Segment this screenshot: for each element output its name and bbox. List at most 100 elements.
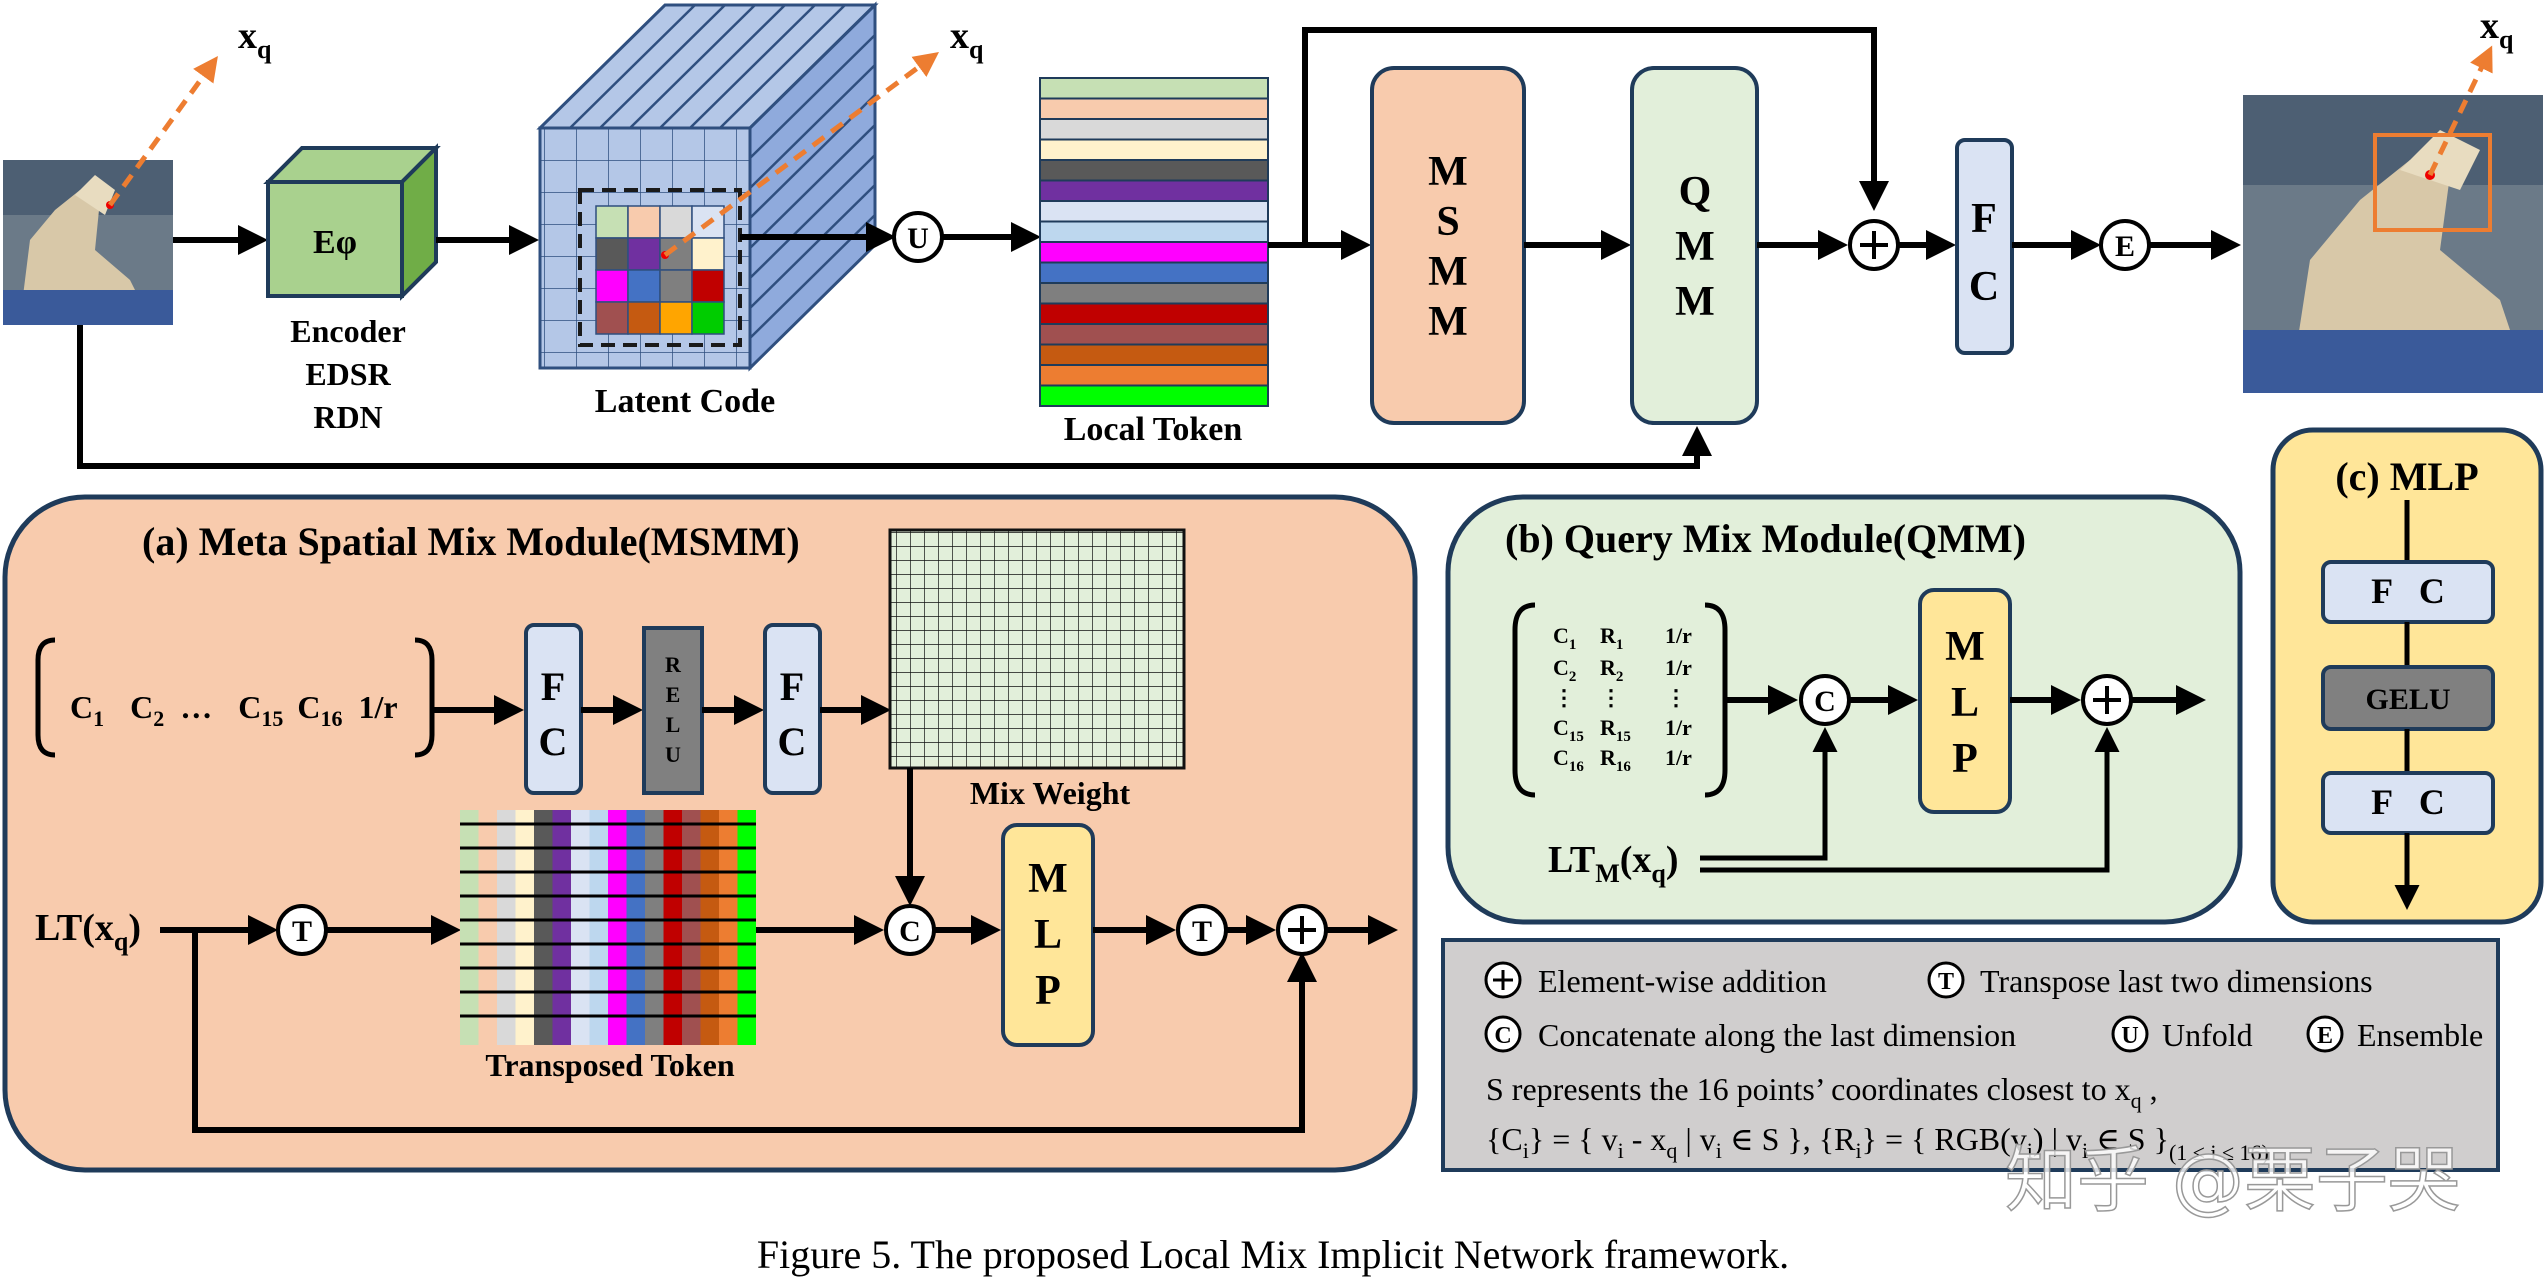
latent-cell xyxy=(627,205,661,239)
panel-a-residual-path xyxy=(192,930,1317,1133)
qmm-matrix-r: R1 xyxy=(1600,623,1623,653)
latent-cell xyxy=(691,237,725,271)
transposed-token-stripe xyxy=(663,810,682,1045)
xq-arrow-output xyxy=(2427,45,2493,177)
local-token-stripe xyxy=(1039,323,1269,346)
fc-top-letter-1: F xyxy=(1971,196,1997,242)
transposed-token-stripe xyxy=(608,810,627,1045)
local-token-stripe xyxy=(1039,261,1269,284)
panel-b-lt-to-add xyxy=(1700,727,2120,873)
input-image xyxy=(3,160,173,325)
transposed-token-stripe xyxy=(719,810,738,1045)
panel-c-gelu-label: GELU xyxy=(2365,683,2450,716)
local-token-stripe xyxy=(1039,159,1269,182)
latent-cell xyxy=(595,237,629,271)
legend-c-text: Concatenate along the last dimension xyxy=(1538,1017,2016,1053)
latent-cell xyxy=(595,205,629,239)
fc-a2-letter-2: C xyxy=(778,719,807,764)
transposed-token-stripe xyxy=(589,810,608,1045)
encoder-name: Encoder xyxy=(290,313,406,349)
latent-cell xyxy=(627,269,661,303)
qmm-matrix-r: R15 xyxy=(1600,715,1631,745)
panel-a-input-terms: C1 C2 … C15 C16 1/r xyxy=(70,689,398,733)
qmm-matrix-c: C16 xyxy=(1553,745,1584,775)
qmm-matrix-v: 1/r xyxy=(1665,745,1692,770)
transposed-token-stripe xyxy=(497,810,516,1045)
xq-arrow-input xyxy=(107,55,218,207)
mlp-b-letter-3: P xyxy=(1952,736,1978,782)
msmm-letter-1: M xyxy=(1428,149,1468,195)
panel-a-title: (a) Meta Spatial Mix Module(MSMM) xyxy=(142,519,800,564)
local-token-stripe xyxy=(1039,384,1269,407)
panel-b-title: (b) Query Mix Module(QMM) xyxy=(1505,516,2026,561)
panel-c-title: (c) MLP xyxy=(2335,454,2478,499)
panel-a-left-bracket xyxy=(35,637,56,758)
relu-letter-3: L xyxy=(666,712,681,737)
panel-c-fc1-label: F C xyxy=(2371,571,2445,611)
qmm-letter-3: M xyxy=(1675,279,1715,325)
transposed-token-stripe xyxy=(478,810,497,1045)
xq-label-latent: xq xyxy=(950,15,984,64)
encoder-edsr: EDSR xyxy=(305,356,391,392)
concat-op-a-label: C xyxy=(899,915,921,948)
ensemble-op-label: E xyxy=(2115,230,2135,263)
legend-e-letter: E xyxy=(2317,1023,2333,1049)
transposed-token-stripe xyxy=(626,810,645,1045)
transposed-token-stripe xyxy=(737,810,756,1045)
skip-bottom-connection xyxy=(77,325,1712,469)
local-token-label: Local Token xyxy=(1064,411,1243,448)
legend-u-icon xyxy=(2111,1015,2149,1053)
legend-c-icon xyxy=(1484,1015,1522,1053)
qmm-matrix-r: R2 xyxy=(1600,655,1623,685)
mix-weight-label: Mix Weight xyxy=(970,775,1131,811)
local-token-stripe xyxy=(1039,364,1269,387)
panel-b-lt-label: LTM(xq) xyxy=(1548,839,1679,888)
mlp-a-letter-2: L xyxy=(1034,912,1062,958)
local-token-stripe xyxy=(1039,241,1269,264)
fc-block-a2 xyxy=(763,623,822,795)
unfold-op-label: U xyxy=(907,222,929,255)
latent-cell xyxy=(659,269,693,303)
legend-e-text: Ensemble xyxy=(2357,1017,2483,1053)
fc-top-letter-2: C xyxy=(1969,264,1999,310)
xq-label-input: xq xyxy=(238,15,272,64)
fc-block-a1 xyxy=(524,623,583,795)
qmm-matrix-r: ⋮ xyxy=(1600,685,1622,710)
fc-a1-letter-2: C xyxy=(539,719,568,764)
local-token-stripe xyxy=(1039,200,1269,223)
local-token-stripe xyxy=(1039,138,1269,161)
relu-letter-2: E xyxy=(666,682,681,707)
msmm-letter-2: S xyxy=(1436,199,1459,245)
skip-top-connection xyxy=(1302,27,1889,245)
fc-a2-letter-1: F xyxy=(780,664,804,709)
fc-a1-letter-1: F xyxy=(541,664,565,709)
transpose-op-a2-label: T xyxy=(1192,915,1212,948)
qmm-matrix-v: ⋮ xyxy=(1665,685,1687,710)
relu-block xyxy=(642,626,704,795)
local-token-stack xyxy=(1039,77,1269,407)
local-token-stripe xyxy=(1039,220,1269,243)
latent-cell xyxy=(659,301,693,335)
mlp-a-letter-3: P xyxy=(1035,968,1061,1014)
transposed-token-stripe xyxy=(534,810,553,1045)
qmm-letter-1: Q xyxy=(1679,169,1712,215)
qmm-matrix-c: C2 xyxy=(1553,655,1576,685)
local-token-stripe xyxy=(1039,97,1269,120)
transposed-token-stripe xyxy=(571,810,590,1045)
msmm-block xyxy=(1370,66,1526,425)
concat-op-b-label: C xyxy=(1814,685,1836,718)
latent-cell xyxy=(595,301,629,335)
msmm-letter-4: M xyxy=(1428,299,1468,345)
local-token-stripe xyxy=(1039,282,1269,305)
panel-b-left-bracket xyxy=(1512,602,1536,798)
fc-block-top xyxy=(1955,138,2014,355)
relu-letter-4: U xyxy=(665,742,681,767)
encoder-cube xyxy=(263,143,441,301)
transposed-token-stripe xyxy=(460,810,479,1045)
qmm-matrix-v: 1/r xyxy=(1665,655,1692,680)
mlp-a-letter-1: M xyxy=(1028,856,1068,902)
legend-t-text: Transpose last two dimensions xyxy=(1980,963,2373,999)
panel-a-right-bracket xyxy=(414,637,435,758)
panel-b-right-bracket xyxy=(1704,602,1728,798)
